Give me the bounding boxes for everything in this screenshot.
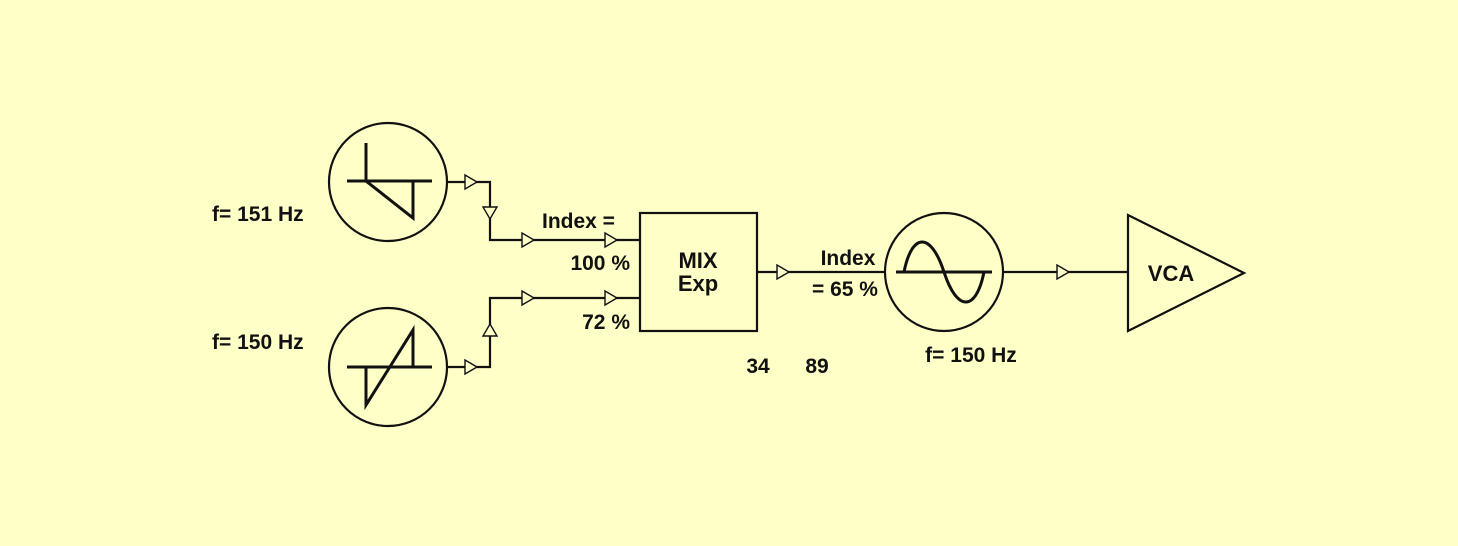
arrow-right-icon <box>521 231 536 249</box>
footer-number-2: 89 <box>805 355 828 378</box>
arrow-right-icon <box>464 173 479 191</box>
modulation-index-label: Index <box>821 247 876 270</box>
oscillator-1-frequency: f= 151 Hz <box>212 203 304 226</box>
arrow-right-icon <box>521 289 536 307</box>
oscillator-3-frequency: f= 150 Hz <box>925 344 1017 367</box>
arrow-right-icon <box>1056 263 1071 281</box>
mixer-subtitle: Exp <box>678 271 718 296</box>
footer-number-1: 34 <box>746 355 770 378</box>
arrow-right-icon <box>604 289 619 307</box>
vca-label: VCA <box>1148 261 1195 286</box>
mixer-block: MIX Exp <box>638 211 759 333</box>
connection-arrows <box>464 173 619 376</box>
vca-triangle <box>1126 213 1247 333</box>
mixer-title: MIX <box>678 248 717 273</box>
mixer-input1-level: 100 % <box>570 252 630 275</box>
arrow-right-icon <box>604 231 619 249</box>
mixer-index-label: Index = <box>542 210 615 233</box>
modulation-index-value: = 65 % <box>812 278 878 301</box>
oscillator-2-frequency: f= 150 Hz <box>212 331 304 354</box>
sawtooth-up-icon <box>347 324 432 411</box>
arrow-down-icon <box>481 206 499 221</box>
arrow-right-icon <box>464 358 479 376</box>
sine-icon <box>896 240 992 304</box>
vca-block: VCA <box>1126 213 1247 333</box>
arrow-right-icon <box>776 263 791 281</box>
sawtooth-down-icon <box>347 143 432 222</box>
mixer-input2-level: 72 % <box>582 311 630 334</box>
arrow-up-icon <box>481 322 499 337</box>
